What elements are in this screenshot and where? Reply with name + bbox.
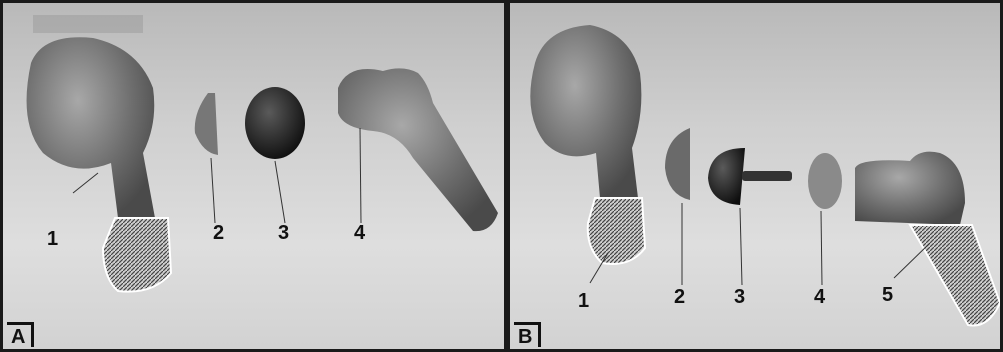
panel-a-label-2: 2 — [213, 223, 224, 243]
panel-b-label-2: 2 — [674, 287, 685, 307]
stem-component-3 — [742, 171, 792, 181]
panel-b: 1 2 3 4 5 B — [510, 3, 1000, 349]
leader-line-4 — [821, 211, 822, 285]
faint-caption-smudge — [33, 15, 143, 33]
humerus-bone-5 — [855, 152, 965, 225]
panel-a-illustration — [3, 3, 504, 349]
panel-b-letter: B — [514, 322, 541, 347]
cup-component-2 — [195, 93, 218, 155]
humerus-bone-1 — [27, 37, 155, 218]
leader-line-3 — [275, 161, 285, 223]
humerus-bone-1 — [530, 25, 641, 198]
head-component-3 — [708, 148, 745, 205]
panel-a: 1 2 3 4 A — [3, 3, 504, 349]
panel-b-label-4: 4 — [814, 287, 825, 307]
panel-a-label-3: 3 — [278, 223, 289, 243]
panel-a-label-1: 1 — [47, 229, 58, 249]
hatched-shaft — [910, 225, 1000, 326]
panel-a-label-4: 4 — [354, 223, 365, 243]
panel-b-label-3: 3 — [734, 287, 745, 307]
panel-b-label-1: 1 — [578, 291, 589, 311]
hatched-segment — [588, 198, 645, 264]
disc-component-4 — [808, 153, 842, 209]
hatched-segment — [103, 218, 171, 292]
leader-line-5 — [894, 243, 930, 278]
panel-b-label-5: 5 — [882, 285, 893, 305]
humerus-bone-4 — [338, 68, 498, 231]
leader-line-3 — [740, 208, 742, 285]
dome-component-2 — [665, 128, 690, 200]
leader-line-1 — [73, 173, 98, 193]
panel-a-letter: A — [7, 322, 34, 347]
ball-component-3 — [245, 87, 305, 159]
leader-line-2 — [211, 158, 215, 223]
leader-line-4 — [360, 128, 361, 223]
